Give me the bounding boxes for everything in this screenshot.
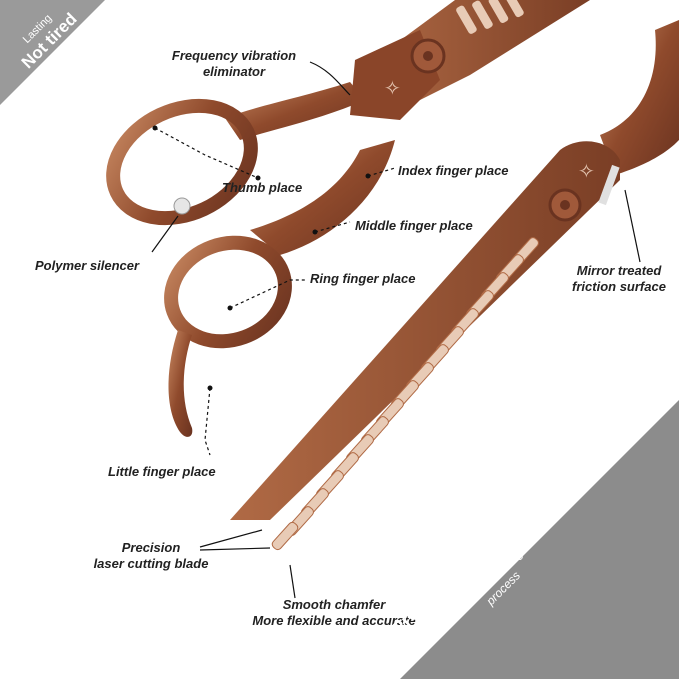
label-thumb-place: Thumb place xyxy=(222,180,303,195)
label-chamfer-line2: More flexible and accurate xyxy=(252,613,416,628)
label-precision-blade: Precision laser cutting blade xyxy=(76,540,226,572)
label-frequency-eliminator: Frequency vibration eliminator xyxy=(160,48,308,80)
right-handle xyxy=(600,20,679,175)
finger-rest-tang xyxy=(168,330,193,437)
corner-badge xyxy=(0,0,105,105)
label-mirror-line2: friction surface xyxy=(572,279,666,294)
mirror-surface xyxy=(598,164,620,206)
label-mirror-line1: Mirror treated xyxy=(576,263,662,278)
finger-handle-arm xyxy=(250,140,395,255)
label-little-finger: Little finger place xyxy=(108,464,216,479)
smooth-banner xyxy=(400,400,679,679)
label-mirror-surface: Mirror treated friction surface xyxy=(560,263,678,295)
thumb-handle-arm xyxy=(225,82,365,140)
leader-lines xyxy=(151,61,641,599)
finger-ring xyxy=(164,235,292,349)
label-precision-line1: Precision xyxy=(121,540,181,555)
label-frequency-line2: eliminator xyxy=(202,64,266,79)
label-middle-finger: Middle finger place xyxy=(355,218,473,233)
leader-dots xyxy=(152,125,371,391)
label-chamfer-line1: Smooth chamfer xyxy=(282,597,386,612)
label-ring-finger: Ring finger place xyxy=(310,271,416,286)
blade-teeth xyxy=(271,237,539,551)
logo-mark-top: ✧ xyxy=(384,76,401,100)
label-precision-line2: laser cutting blade xyxy=(93,556,209,571)
label-smooth-chamfer: Smooth chamfer More flexible and accurat… xyxy=(248,597,420,629)
label-polymer-silencer: Polymer silencer xyxy=(35,258,140,273)
thinning-blade xyxy=(230,141,620,521)
label-index-finger: Index finger place xyxy=(398,163,509,178)
polymer-silencer xyxy=(173,197,191,215)
thumb-ring xyxy=(106,98,258,226)
upper-blade-teeth xyxy=(456,0,524,34)
label-frequency-line1: Frequency vibration xyxy=(171,48,297,63)
logo-mark-bottom: ✧ xyxy=(578,159,595,183)
